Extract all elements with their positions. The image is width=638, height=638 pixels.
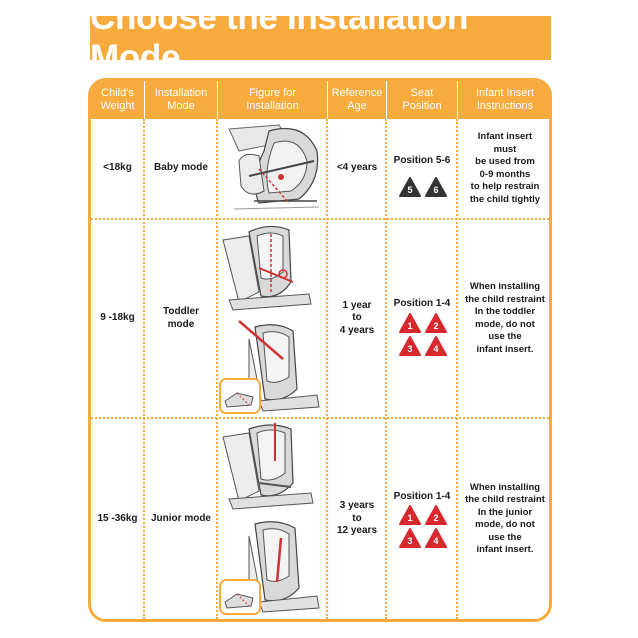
cell-weight: 9 -18kg (100, 312, 135, 324)
header-position: Seat Position (402, 87, 442, 112)
toddler-mode-figure-top (222, 225, 312, 311)
baby-mode-figure (220, 122, 324, 215)
svg-text:3: 3 (407, 536, 412, 546)
cell-weight: <18kg (103, 162, 132, 174)
cell-age: 3 years to 12 years (336, 500, 378, 537)
cell-mode: Baby mode (154, 162, 208, 174)
svg-text:4: 4 (433, 344, 438, 354)
table-header: Child's Weight Installation Mode Figure … (91, 81, 549, 119)
header-figure: Figure for Installation (246, 87, 299, 112)
svg-text:1: 1 (407, 513, 412, 523)
header-weight: Child's Weight (100, 87, 135, 112)
position-2-icon: 2 (425, 505, 447, 525)
position-4-icon: 4 (425, 528, 447, 548)
cell-weight: 15 -36kg (97, 512, 138, 524)
position-1-icon: 1 (399, 505, 421, 525)
header-insert: Infant Insert Instructions (475, 87, 535, 112)
cell-position: Position 1-4 (393, 490, 451, 502)
toddler-mode-figure-bottom (219, 320, 320, 414)
header-mode: Installation Mode (154, 87, 208, 112)
svg-text:2: 2 (433, 321, 438, 331)
cell-mode: Junior mode (150, 512, 211, 524)
position-6-icon: 6 (425, 177, 447, 197)
cell-age: 1 year to 4 years (339, 299, 375, 336)
position-badges: 1 2 3 4 (399, 313, 447, 359)
svg-text:3: 3 (407, 344, 412, 354)
junior-mode-figure-top (222, 423, 314, 510)
cell-insert-instructions: When installing the child restraint In t… (465, 481, 545, 556)
header-age: Reference Age (331, 87, 383, 112)
position-badges: 5 6 (399, 177, 447, 199)
junior-mode-figure-bottom (219, 521, 320, 615)
cell-mode: Toddler mode (163, 306, 199, 330)
svg-text:4: 4 (433, 536, 438, 546)
position-3-icon: 3 (399, 336, 421, 356)
svg-text:1: 1 (407, 321, 412, 331)
position-1-icon: 1 (399, 313, 421, 333)
position-badges: 1 2 3 4 (399, 505, 447, 551)
cell-insert-instructions: Infant insert must be used from 0-9 mont… (469, 131, 541, 205)
position-5-icon: 5 (399, 177, 421, 197)
position-3-icon: 3 (399, 528, 421, 548)
svg-text:2: 2 (433, 513, 438, 523)
cell-age: <4 years (336, 162, 378, 174)
cell-position: Position 5-6 (393, 154, 451, 166)
svg-text:6: 6 (433, 185, 438, 195)
cell-insert-instructions: When installing the child restraint In t… (465, 281, 545, 355)
cell-position: Position 1-4 (393, 297, 451, 309)
page-title: Choose the Installation Mode (90, 0, 551, 77)
installation-table: Child's Weight Installation Mode Figure … (88, 78, 552, 622)
position-4-icon: 4 (425, 336, 447, 356)
position-2-icon: 2 (425, 313, 447, 333)
svg-text:5: 5 (407, 185, 412, 195)
